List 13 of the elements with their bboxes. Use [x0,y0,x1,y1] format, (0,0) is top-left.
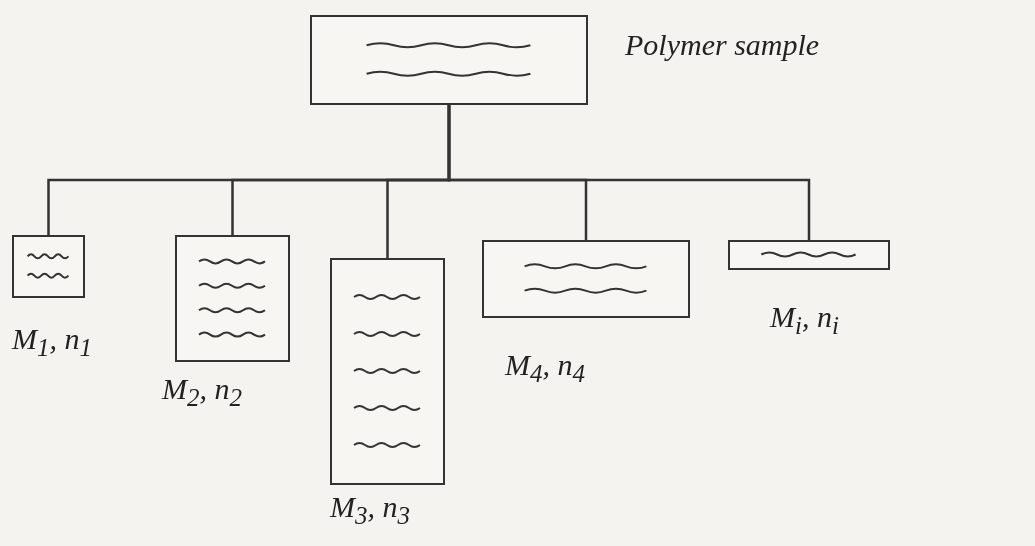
sample-box [330,258,445,485]
sample-box [175,235,290,362]
connector-line [447,105,811,240]
fraction-label: M$_{3}$, n$_{3}$ [330,490,410,530]
sample-box [482,240,690,318]
sample-box [728,240,890,270]
fraction-label: Polymer sample [625,28,820,62]
fraction-label: M$_{4}$, n$_{4}$ [505,348,585,388]
fraction-label: M$_{2}$, n$_{2}$ [162,372,242,412]
sample-box [12,235,85,298]
fraction-label: M$_{1}$, n$_{1}$ [12,322,92,362]
sample-box [310,15,588,105]
fraction-label: M$_{i}$, n$_{i}$ [770,300,839,340]
